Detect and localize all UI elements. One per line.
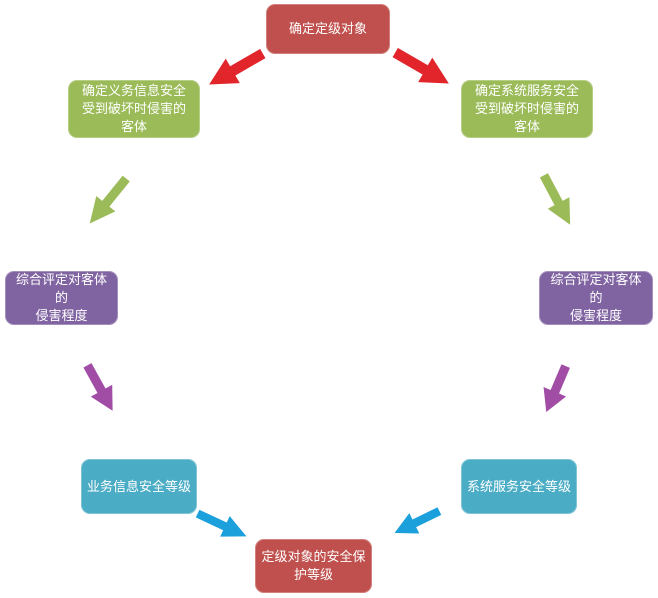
arrow-degree-to-business-level-icon <box>76 359 124 417</box>
arrow-system-level-to-protection-icon <box>389 500 444 543</box>
arrow-system-object-to-degree-icon <box>532 169 581 231</box>
node-business-info-security-damaged-object: 确定义务信息安全 受到破坏时侵害的 客体 <box>68 80 200 138</box>
arrow-icon <box>83 363 113 411</box>
arrow-top-to-system-object-icon <box>388 40 457 97</box>
node-evaluate-harm-degree-right: 综合评定对客体的 侵害程度 <box>539 271 653 325</box>
node-security-protection-level: 定级对象的安全保 护等级 <box>255 539 372 593</box>
arrow-icon <box>543 364 570 413</box>
arrow-icon <box>209 48 266 85</box>
arrow-icon <box>539 173 571 225</box>
arrow-business-object-to-degree-icon <box>80 170 137 231</box>
node-evaluate-harm-degree-left: 综合评定对客体的 侵害程度 <box>5 271 118 325</box>
arrow-icon <box>394 507 442 534</box>
arrow-icon <box>89 175 130 224</box>
node-determine-grading-object: 确定定级对象 <box>266 4 390 54</box>
arrow-business-level-to-protection-icon <box>192 503 251 548</box>
arrow-icon <box>195 509 247 537</box>
node-system-service-security-damaged-object: 确定系统服务安全 受到破坏时侵害的 客体 <box>461 80 593 138</box>
arrow-degree-to-system-level-icon <box>534 361 577 417</box>
node-system-service-security-level: 系统服务安全等级 <box>461 459 577 514</box>
arrow-top-to-business-object-icon <box>202 41 271 98</box>
arrow-icon <box>392 47 449 84</box>
node-business-info-security-level: 业务信息安全等级 <box>81 459 197 514</box>
